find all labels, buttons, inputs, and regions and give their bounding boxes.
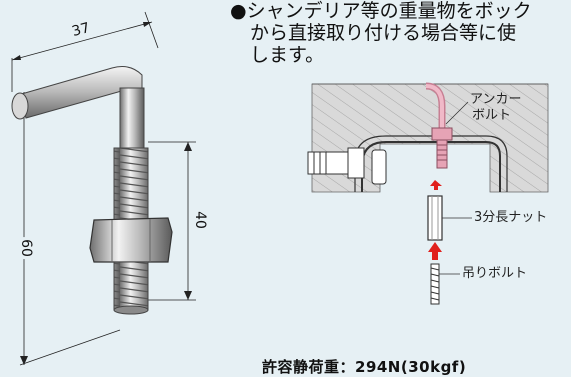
description-text: ●シャンデリア等の重量物をボック から直接取り付ける場合等に使 します。 <box>230 0 571 66</box>
hanging-bolt <box>430 263 440 305</box>
product-illustration <box>11 11 196 366</box>
callout-hanging-bolt: 吊りボルト <box>462 266 528 281</box>
arrow-up-2 <box>428 242 442 260</box>
callout-long-nut: 3分長ナット <box>474 210 548 225</box>
description-line-3: します。 <box>250 44 325 66</box>
callout-anchor-bolt-2: ボルト <box>472 108 512 123</box>
dim-height-label: 60 <box>17 237 34 259</box>
dim-thread <box>148 141 196 301</box>
conduit-connector <box>307 147 387 185</box>
callout-anchor-bolt-1: アンカー <box>470 92 522 107</box>
installation-diagram <box>307 82 549 305</box>
anchor-bolt <box>425 82 453 169</box>
l-bolt <box>11 66 173 315</box>
arrow-up-1 <box>430 180 442 190</box>
dim-thread-label: 40 <box>191 209 208 231</box>
long-nut <box>427 195 443 241</box>
dim-width <box>11 11 159 92</box>
allowable-load: 許容静荷重：294N(30kgf) <box>262 358 467 376</box>
description-line-1: ●シャンデリア等の重量物をボック <box>230 0 532 22</box>
description-line-2: から直接取り付ける場合等に使 <box>250 22 517 44</box>
